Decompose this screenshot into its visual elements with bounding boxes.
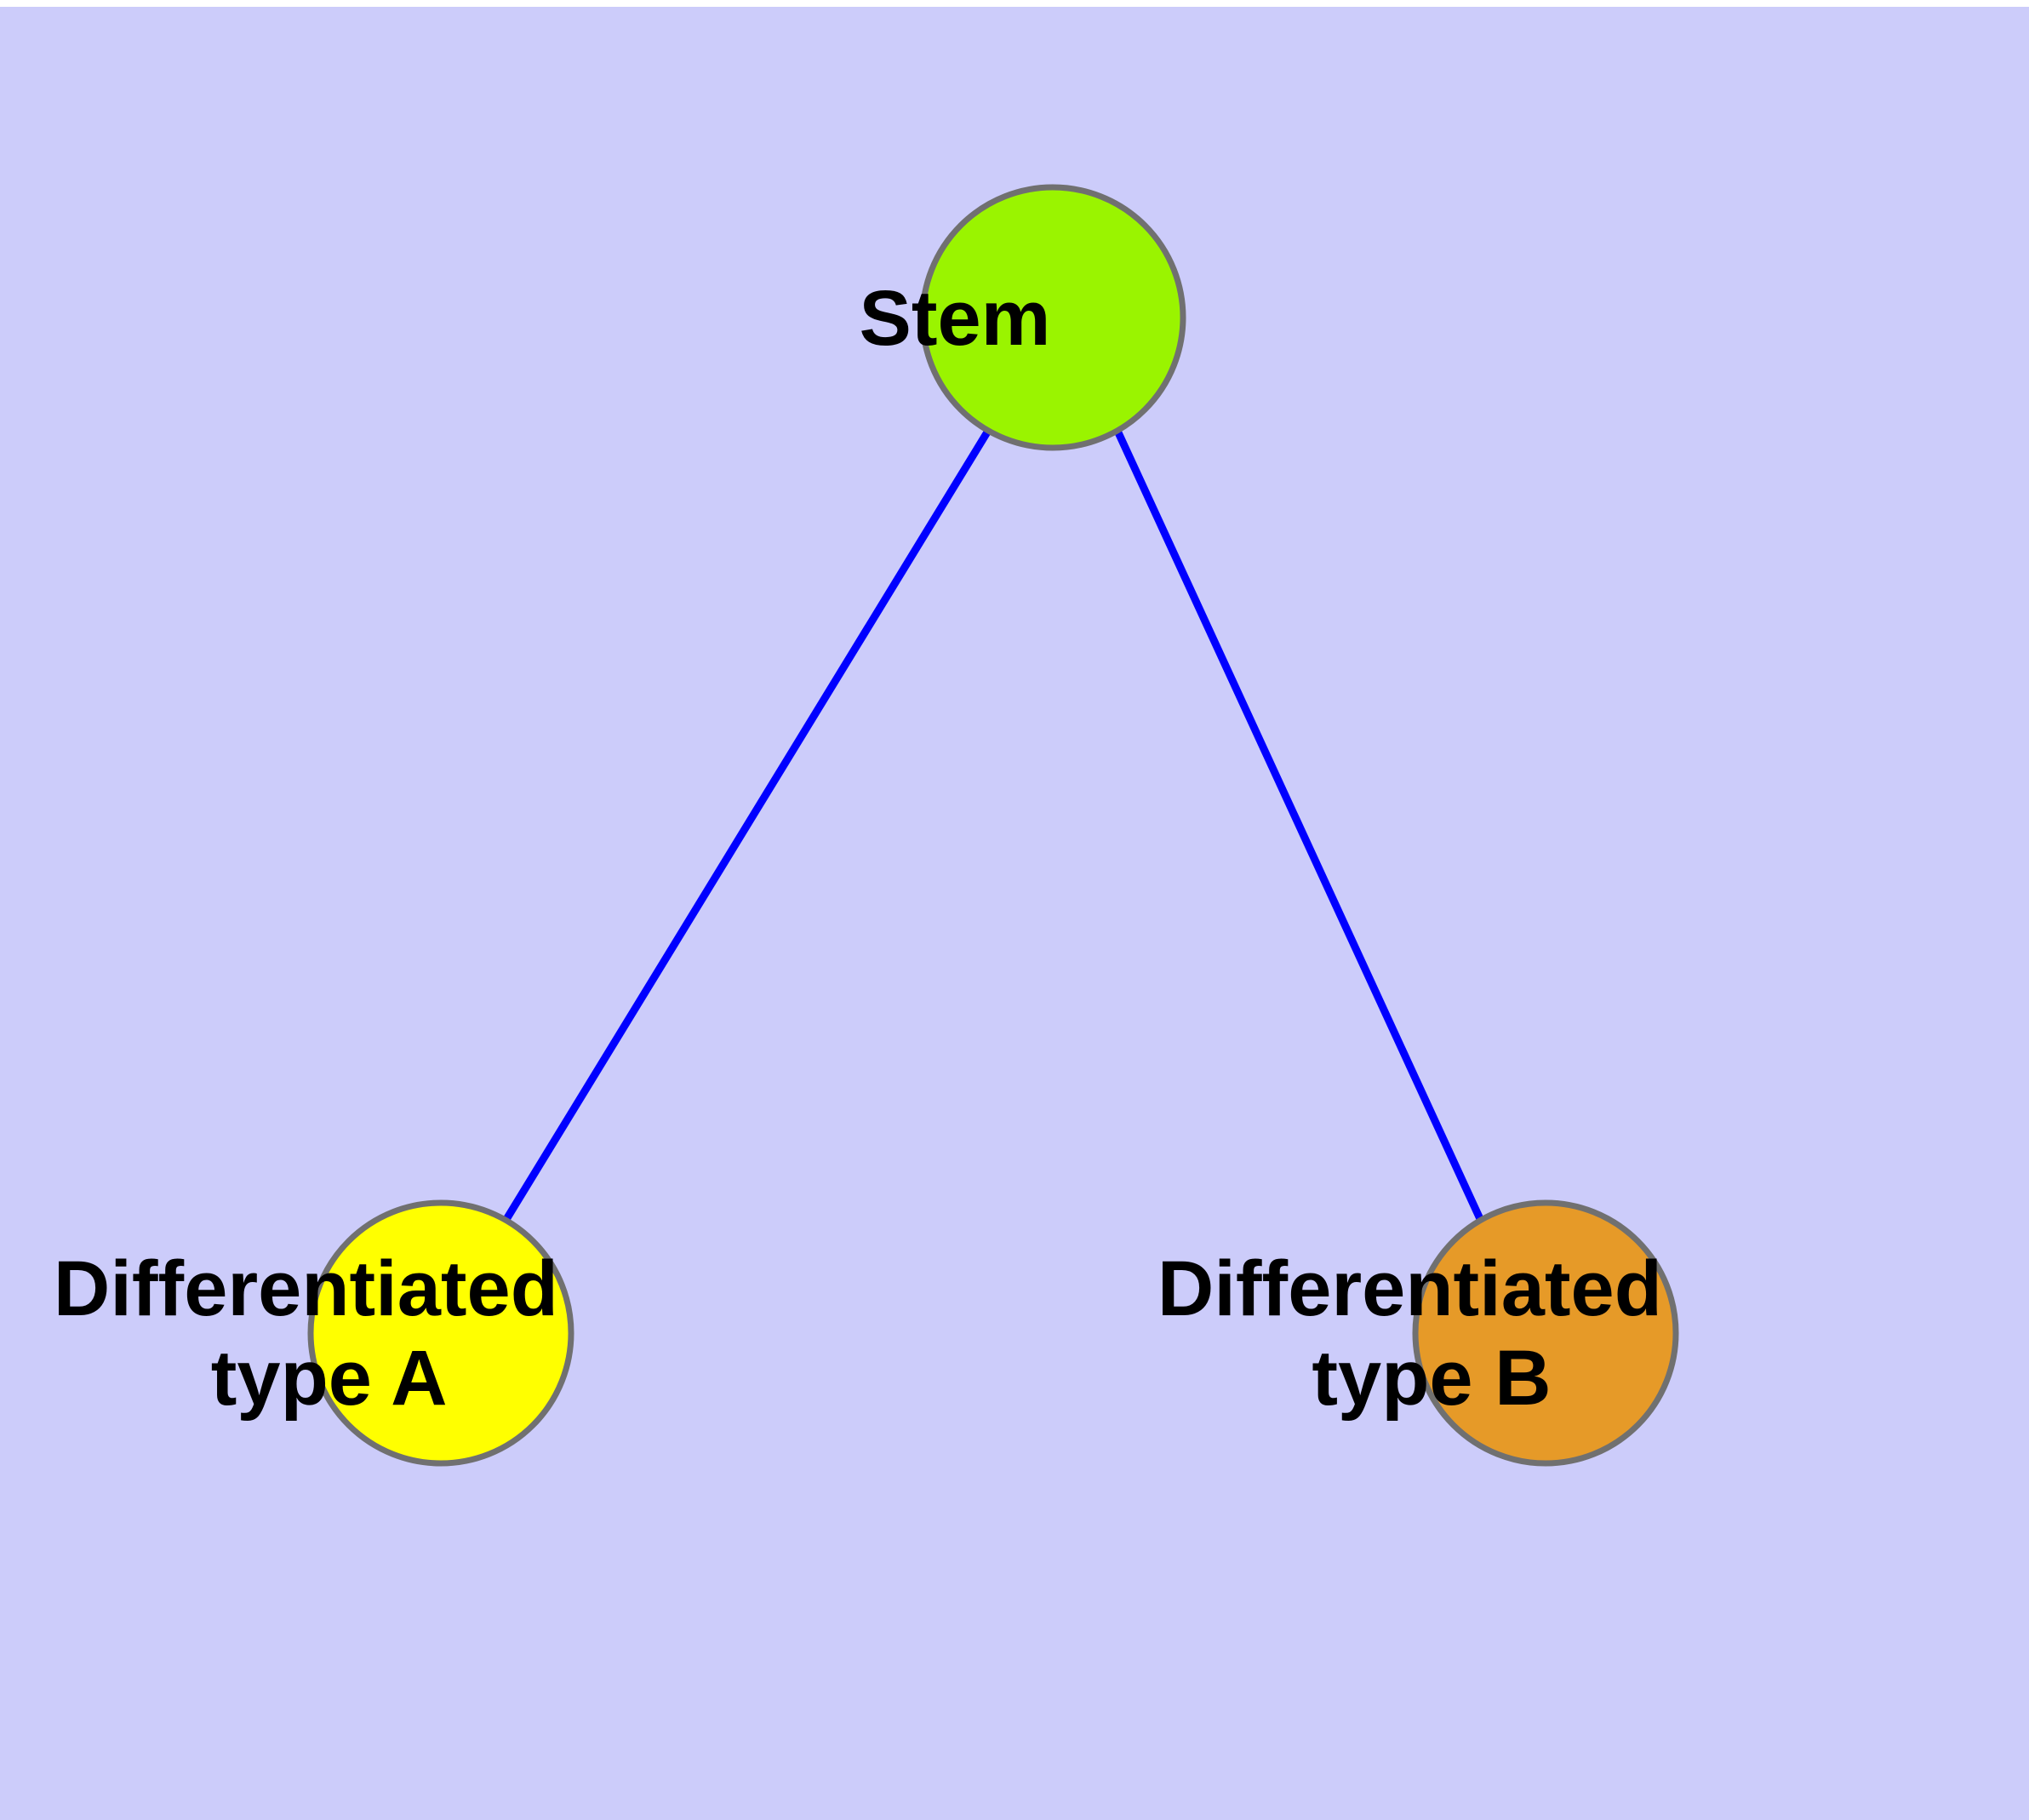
- node-differentiated-type-a-circle[interactable]: [307, 1199, 574, 1467]
- node-stem[interactable]: Stem: [859, 184, 1246, 451]
- node-differentiated-type-a-label: Differentiated type A: [54, 1245, 797, 1422]
- node-differentiated-type-b-circle[interactable]: [1412, 1199, 1679, 1467]
- node-stem-label: Stem: [859, 275, 1246, 362]
- node-stem-circle[interactable]: [919, 184, 1186, 451]
- node-differentiated-type-b[interactable]: Differentiated type B: [1157, 1199, 1901, 1467]
- node-differentiated-type-b-label: Differentiated type B: [1157, 1245, 1901, 1422]
- node-differentiated-type-a-label-line-1: Differentiated: [54, 1245, 558, 1332]
- edge-stem-to-differentiated-type-a[interactable]: [502, 428, 992, 1223]
- edge-stem-to-differentiated-type-b[interactable]: [1113, 429, 1485, 1222]
- edge-layer: [502, 428, 1485, 1223]
- node-differentiated-type-a-label-line-2: type A: [211, 1335, 446, 1422]
- node-differentiated-type-a[interactable]: Differentiated type A: [54, 1199, 797, 1467]
- node-stem-label-line-1: Stem: [859, 275, 1050, 362]
- node-differentiated-type-b-label-line-2: type B: [1312, 1335, 1551, 1422]
- node-layer: Stem Differentiated type A Differentiate…: [54, 184, 1901, 1467]
- node-differentiated-type-b-label-line-1: Differentiated: [1157, 1245, 1662, 1332]
